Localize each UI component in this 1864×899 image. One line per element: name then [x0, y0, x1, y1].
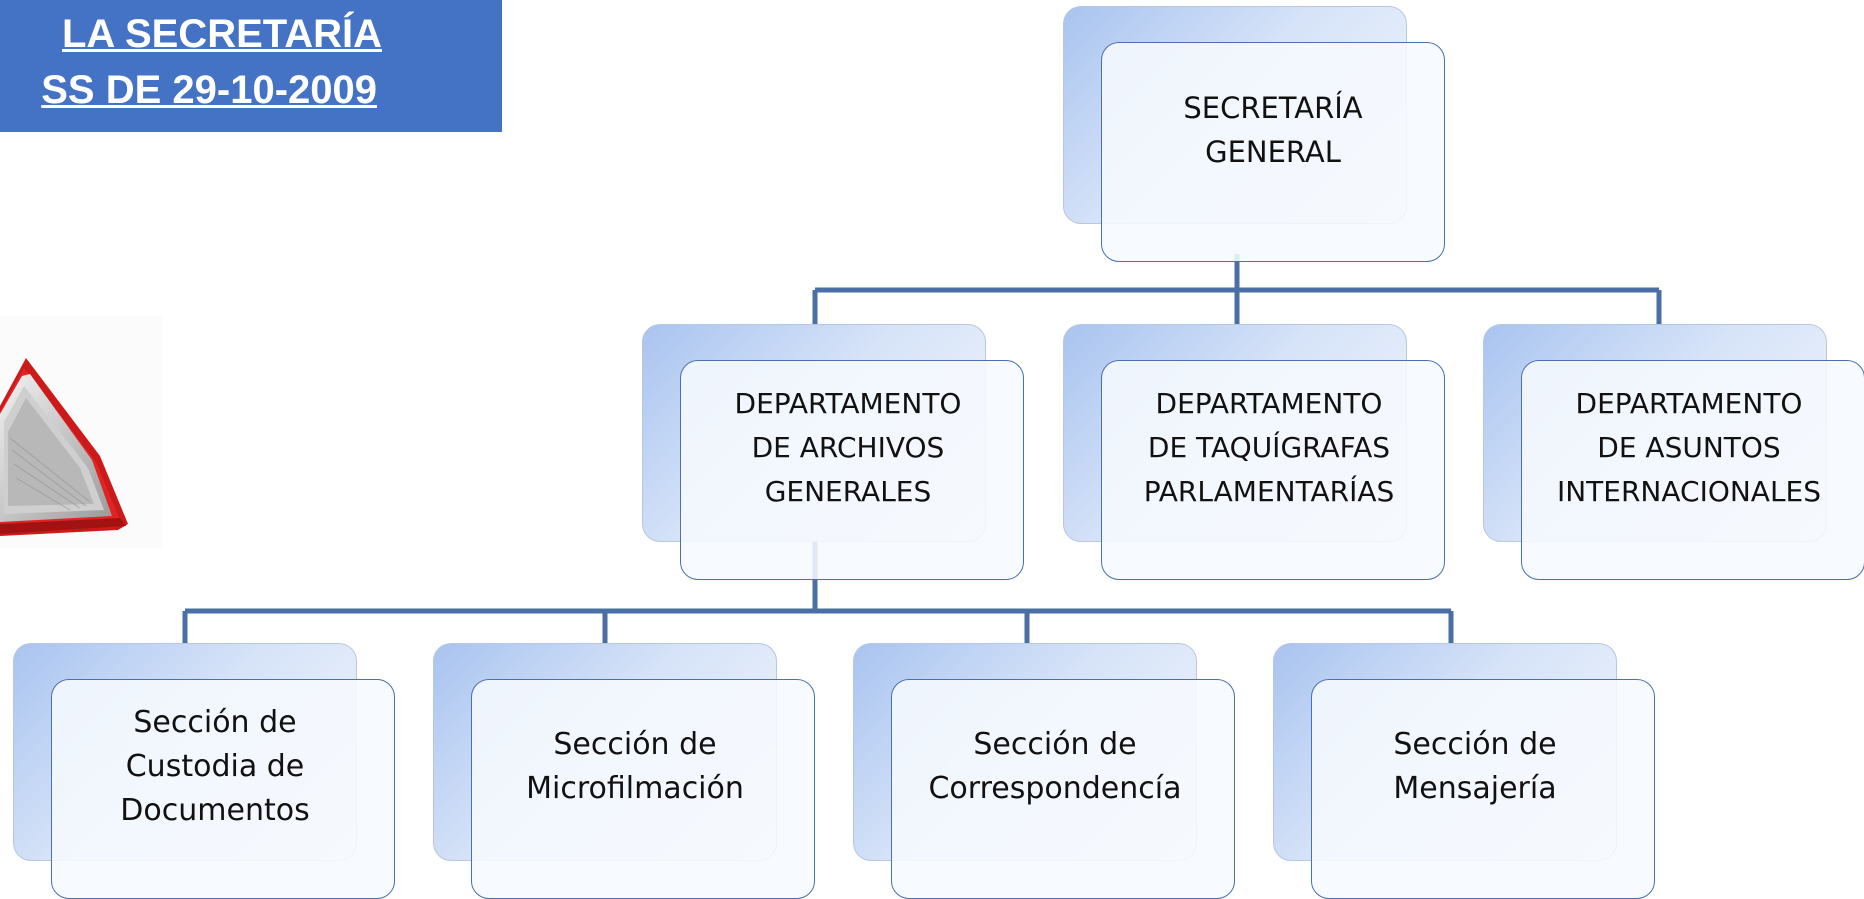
node-card: Sección de Microfilmación	[471, 679, 815, 899]
node-card: DEPARTAMENTO DE TAQUÍGRAFAS PARLAMENTARÍ…	[1101, 360, 1445, 580]
node-label: DEPARTAMENTO DE TAQUÍGRAFAS PARLAMENTARÍ…	[1143, 387, 1395, 508]
node-label: SECRETARÍA GENERAL	[1183, 91, 1363, 169]
node-label: Sección de Custodia de Documentos	[120, 705, 310, 828]
banner-title-line-2: SS DE 29-10-2009	[41, 68, 377, 112]
node-label: Sección de Mensajería	[1393, 727, 1557, 806]
node-card: DEPARTAMENTO DE ASUNTOS INTERNACIONALES	[1521, 360, 1864, 580]
node-card: Sección de Correspondencía	[891, 679, 1235, 899]
banner-title-line-1: LA SECRETARÍA	[62, 12, 382, 56]
book-image	[0, 206, 162, 548]
node-card: Sección de Custodia de Documentos	[51, 679, 395, 899]
node-card: Sección de Mensajería	[1311, 679, 1655, 899]
node-label: Sección de Microfilmación	[526, 727, 744, 806]
node-card: SECRETARÍA GENERAL	[1101, 42, 1445, 262]
node-label: DEPARTAMENTO DE ASUNTOS INTERNACIONALES	[1556, 387, 1822, 508]
node-label: Sección de Correspondencía	[928, 727, 1182, 806]
title-banner: LA SECRETARÍA SS DE 29-10-2009	[0, 0, 502, 132]
node-card: DEPARTAMENTO DE ARCHIVOS GENERALES	[680, 360, 1024, 580]
node-label: DEPARTAMENTO DE ARCHIVOS GENERALES	[734, 387, 962, 508]
